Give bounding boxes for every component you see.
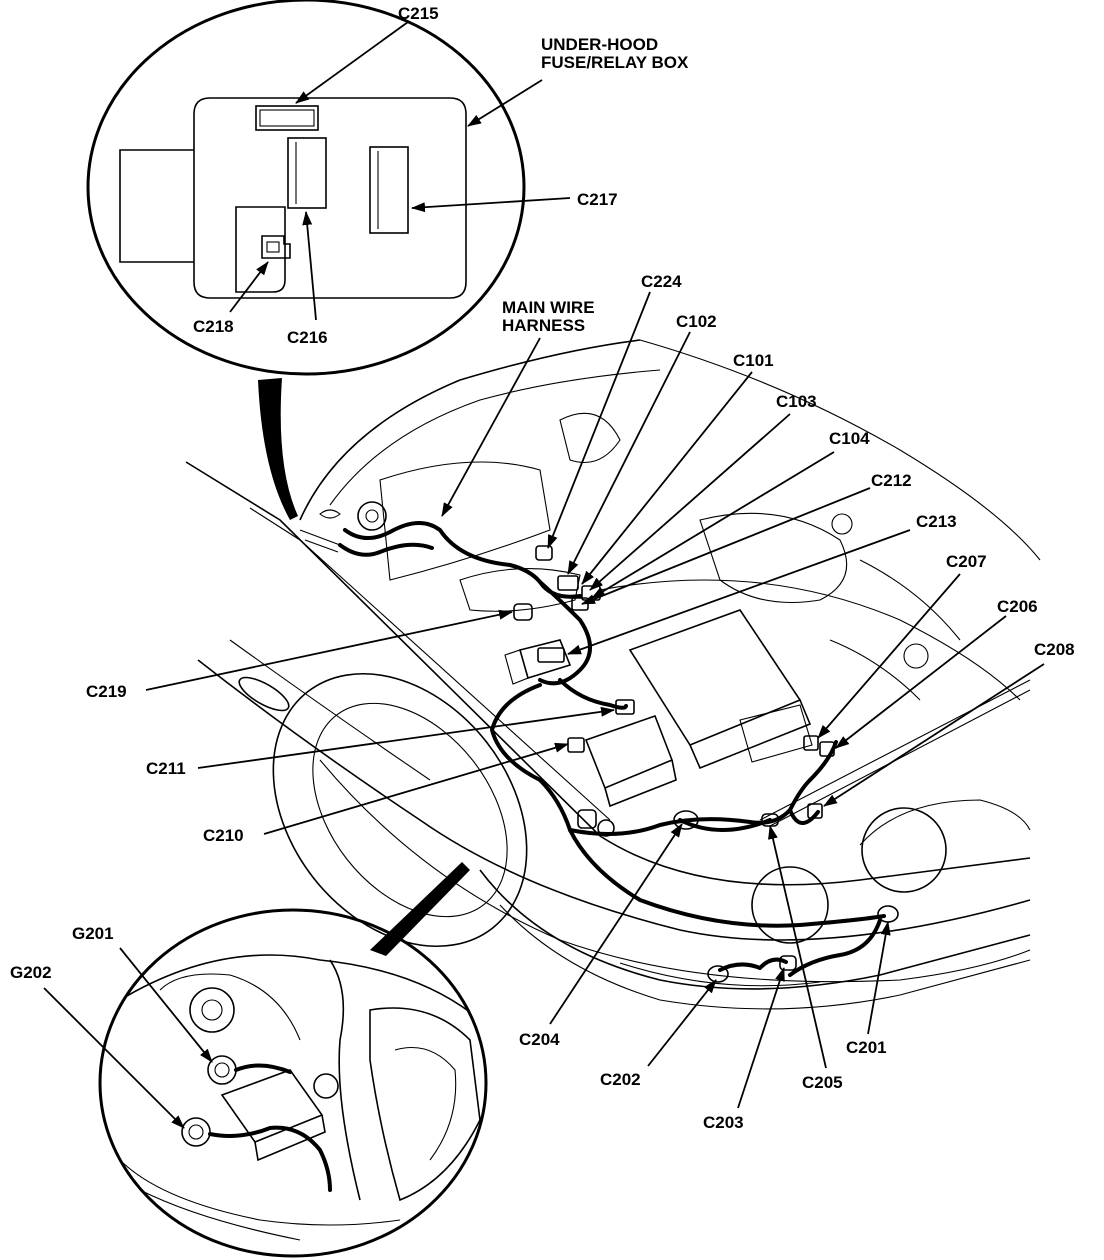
label-c211: C211 bbox=[146, 759, 186, 778]
label-c203: C203 bbox=[703, 1113, 744, 1132]
label-c104: C104 bbox=[829, 429, 870, 448]
labels: C215 UNDER-HOOD FUSE/RELAY BOX C217 C218… bbox=[10, 4, 1075, 1132]
label-c102: C102 bbox=[676, 312, 717, 331]
label-c215: C215 bbox=[398, 4, 439, 23]
label-c202: C202 bbox=[600, 1070, 641, 1089]
connector-symbols bbox=[513, 545, 899, 983]
label-c217: C217 bbox=[577, 190, 618, 209]
main-wire-harness bbox=[338, 521, 1031, 977]
callout-leaders bbox=[145, 291, 1045, 1109]
label-g201: G201 bbox=[72, 924, 114, 943]
label-c219: C219 bbox=[86, 682, 127, 701]
label-c218: C218 bbox=[193, 317, 234, 336]
label-c213: C213 bbox=[916, 512, 957, 531]
label-main-harness-line1: MAIN WIRE bbox=[502, 298, 595, 317]
label-c207: C207 bbox=[946, 552, 987, 571]
label-c212: C212 bbox=[871, 471, 912, 490]
label-c201: C201 bbox=[846, 1038, 887, 1057]
car-body-outline bbox=[185, 339, 1041, 1010]
label-c101: C101 bbox=[733, 351, 774, 370]
label-c208: C208 bbox=[1034, 640, 1075, 659]
label-main-harness-line2: HARNESS bbox=[502, 316, 585, 335]
label-c224: C224 bbox=[641, 272, 682, 291]
label-c204: C204 bbox=[519, 1030, 560, 1049]
label-c210: C210 bbox=[203, 826, 244, 845]
label-c216: C216 bbox=[287, 328, 328, 347]
fuse-box-detail bbox=[86, 0, 571, 520]
label-fuse-box-line2: FUSE/RELAY BOX bbox=[541, 53, 689, 72]
ground-detail bbox=[43, 862, 488, 1258]
label-c206: C206 bbox=[997, 597, 1038, 616]
label-c205: C205 bbox=[802, 1073, 843, 1092]
label-g202: G202 bbox=[10, 963, 52, 982]
label-c103: C103 bbox=[776, 392, 817, 411]
label-fuse-box-line1: UNDER-HOOD bbox=[541, 35, 658, 54]
